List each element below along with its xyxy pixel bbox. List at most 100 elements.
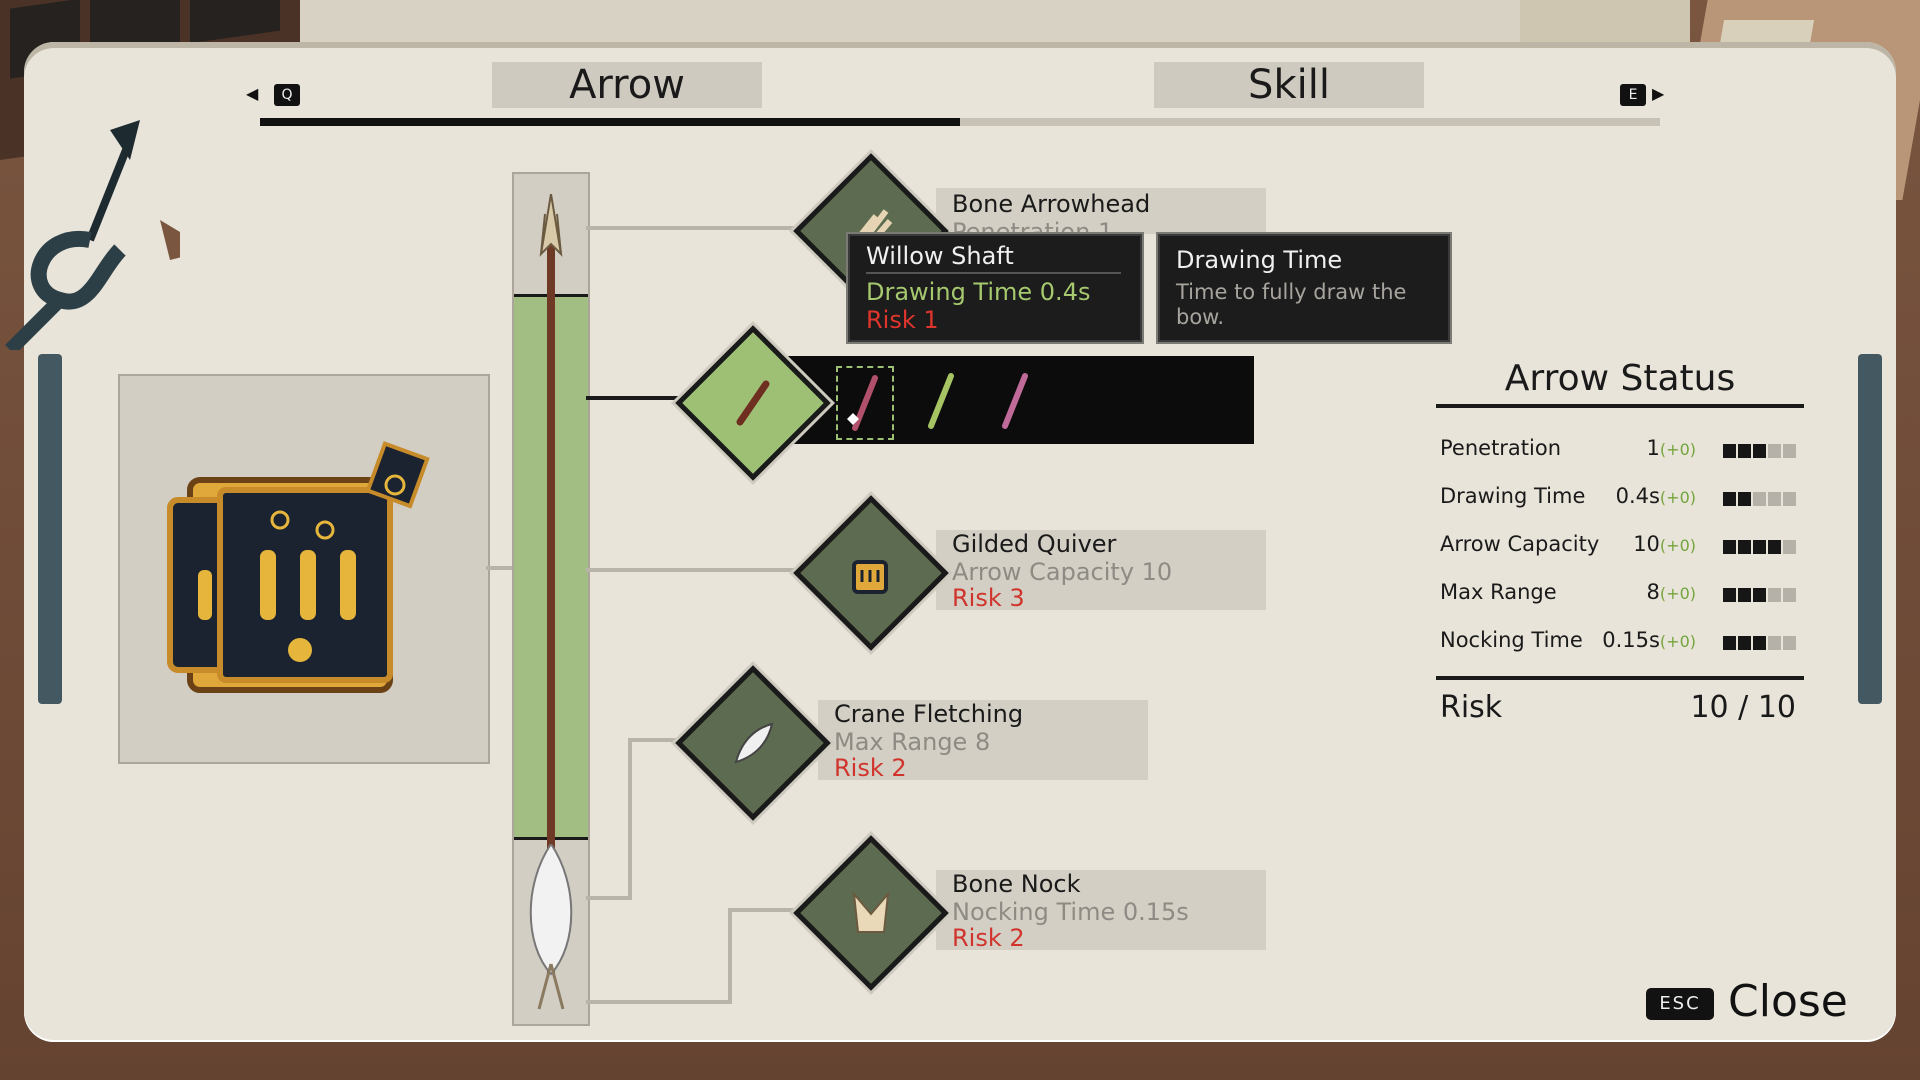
status-pip bbox=[1753, 492, 1766, 506]
bone-nock-icon bbox=[852, 890, 890, 933]
status-value: 0.15s bbox=[1602, 628, 1660, 652]
stat-tooltip: Drawing Time Time to fully draw the bow. bbox=[1158, 234, 1450, 342]
nock-slot[interactable] bbox=[793, 835, 949, 991]
status-pip bbox=[1753, 444, 1766, 458]
status-pip bbox=[1768, 492, 1781, 506]
status-name: Max Range bbox=[1440, 580, 1557, 604]
connector-quiver bbox=[586, 568, 816, 572]
status-row-arrow-capacity: Arrow Capacity 10(+0) bbox=[1440, 532, 1796, 562]
quiver-slot[interactable] bbox=[793, 495, 949, 651]
status-title: Arrow Status bbox=[1504, 358, 1736, 399]
quiver-risk: Risk 3 bbox=[952, 584, 1025, 612]
fletching-feather-icon bbox=[529, 844, 573, 1010]
status-pip bbox=[1738, 540, 1751, 554]
status-pip bbox=[1753, 540, 1766, 554]
status-name: Penetration bbox=[1440, 436, 1562, 460]
status-divider-top bbox=[1436, 404, 1804, 408]
connector-fletching-strip bbox=[586, 896, 632, 900]
quiver-title: Gilded Quiver bbox=[952, 530, 1117, 558]
willow-shaft-icon bbox=[736, 380, 770, 426]
status-row-drawing-time[interactable]: Drawing Time 0.4s(+0) bbox=[1440, 484, 1796, 514]
nock-title: Bone Nock bbox=[952, 870, 1081, 898]
status-value: 10 bbox=[1633, 532, 1660, 556]
tooltip-item-title: Willow Shaft bbox=[866, 242, 1014, 270]
status-pip bbox=[1723, 540, 1736, 554]
status-pip bbox=[1783, 492, 1796, 506]
quiver-icon bbox=[167, 441, 430, 693]
prev-tab-arrow-icon[interactable]: ◀ bbox=[246, 84, 259, 103]
status-pip bbox=[1768, 636, 1781, 650]
key-e: E bbox=[1620, 84, 1646, 106]
status-pips bbox=[1723, 492, 1796, 506]
risk-label: Risk bbox=[1440, 690, 1503, 725]
connector-shaft bbox=[586, 396, 696, 400]
risk-row: Risk 10 / 10 bbox=[1440, 690, 1796, 725]
shaft-slot[interactable] bbox=[675, 325, 831, 481]
status-pips bbox=[1723, 444, 1796, 458]
tooltip-item-risk: Risk 1 bbox=[866, 306, 939, 334]
shaft-option-pink[interactable] bbox=[988, 366, 1042, 436]
fletching-label-bg bbox=[818, 700, 1148, 780]
status-pip bbox=[1723, 588, 1736, 602]
status-delta: (+0) bbox=[1659, 632, 1696, 651]
status-pip bbox=[1723, 444, 1736, 458]
status-pip bbox=[1783, 636, 1796, 650]
esc-key: ESC bbox=[1646, 988, 1714, 1020]
pink-shaft-option-icon bbox=[1002, 373, 1028, 429]
fletching-slot[interactable] bbox=[675, 665, 831, 821]
tooltip-stat-desc: Time to fully draw the bow. bbox=[1176, 280, 1407, 329]
status-name: Arrow Capacity bbox=[1440, 532, 1600, 556]
status-pip bbox=[1723, 636, 1736, 650]
nock-label-bg bbox=[936, 870, 1266, 950]
status-pips bbox=[1723, 636, 1796, 650]
left-scrollbar[interactable] bbox=[38, 354, 62, 704]
arrow-preview-strip bbox=[512, 172, 590, 1026]
close-button[interactable]: Close bbox=[1728, 976, 1848, 1027]
tab-arrow[interactable]: Arrow bbox=[492, 62, 762, 108]
connector-fletching-v bbox=[628, 738, 632, 898]
status-pip bbox=[1768, 588, 1781, 602]
status-pip bbox=[1738, 492, 1751, 506]
tab-skill[interactable]: Skill bbox=[1154, 62, 1424, 108]
fletching-title: Crane Fletching bbox=[834, 700, 1024, 728]
fletching-risk: Risk 2 bbox=[834, 754, 907, 782]
quiver-stat: Arrow Capacity 10 bbox=[952, 558, 1173, 586]
gilded-quiver-icon bbox=[852, 560, 888, 594]
shaft-option-willow[interactable] bbox=[836, 366, 894, 440]
status-value: 1 bbox=[1646, 436, 1660, 460]
fletching-stat: Max Range 8 bbox=[834, 728, 991, 756]
nock-stat: Nocking Time 0.15s bbox=[952, 898, 1189, 926]
tooltip-stat-title: Drawing Time bbox=[1176, 246, 1343, 274]
tooltip-item-stat: Drawing Time 0.4s bbox=[866, 278, 1091, 306]
status-pip bbox=[1783, 540, 1796, 554]
arrowhead-title: Bone Arrowhead bbox=[952, 190, 1151, 218]
status-divider-bottom bbox=[1436, 676, 1804, 680]
green-shaft-option-icon bbox=[928, 373, 954, 429]
connector-arrowhead bbox=[586, 226, 816, 230]
right-scrollbar[interactable] bbox=[1858, 354, 1882, 704]
status-pip bbox=[1768, 540, 1781, 554]
status-row-max-range: Max Range 8(+0) bbox=[1440, 580, 1796, 610]
arrowhead-tip-icon bbox=[539, 194, 563, 257]
status-delta: (+0) bbox=[1659, 536, 1696, 555]
crane-feather-icon bbox=[734, 722, 774, 764]
status-pip bbox=[1753, 588, 1766, 602]
arrowhead-stat: Penetration 1 bbox=[952, 218, 1114, 232]
status-pip bbox=[1723, 492, 1736, 506]
arrowhead-label-bg bbox=[936, 188, 1266, 234]
status-name: Nocking Time bbox=[1440, 628, 1583, 652]
shaft-option-bamboo[interactable] bbox=[914, 366, 968, 436]
status-delta: (+0) bbox=[1659, 440, 1696, 459]
connector-nock-h bbox=[728, 908, 818, 912]
next-tab-arrow-icon[interactable]: ▶ bbox=[1652, 84, 1665, 103]
panel-connector bbox=[486, 566, 514, 570]
quiver-preview-panel bbox=[118, 374, 490, 764]
connector-nock-v bbox=[728, 908, 732, 1004]
status-pip bbox=[1783, 444, 1796, 458]
status-delta: (+0) bbox=[1659, 584, 1696, 603]
status-value: 8 bbox=[1646, 580, 1660, 604]
quiver-label-bg bbox=[936, 530, 1266, 610]
status-row-penetration: Penetration 1(+0) bbox=[1440, 436, 1796, 466]
status-name: Drawing Time bbox=[1440, 484, 1586, 508]
arrow-shaft bbox=[547, 234, 555, 974]
